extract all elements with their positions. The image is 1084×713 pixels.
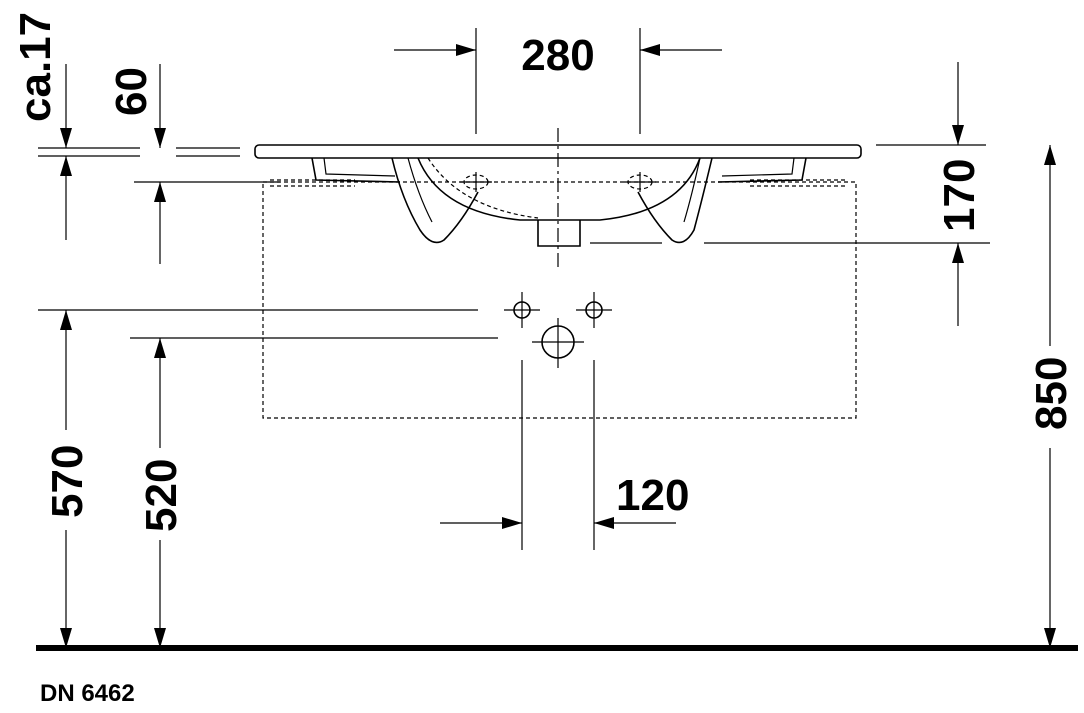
- dimension-850-label: 850: [1027, 357, 1076, 430]
- dimension-ca17-label: ca.17: [11, 12, 60, 122]
- basin-drain-outlet: [537, 220, 581, 247]
- vanity-cabinet-outline: [262, 181, 857, 419]
- dimension-520: 520: [130, 337, 498, 648]
- basin-bowl: [417, 157, 701, 221]
- dimension-170-label: 170: [935, 159, 984, 232]
- dimension-ca17: ca.17: [11, 12, 140, 240]
- dimension-570-label: 570: [43, 445, 92, 518]
- basin-right-support: [637, 157, 713, 244]
- dimension-120: 120: [440, 360, 689, 550]
- model-code: DN 6462: [40, 680, 135, 707]
- dimension-280: 280: [394, 28, 722, 134]
- connections: [504, 292, 612, 368]
- dimension-570: 570: [38, 309, 478, 648]
- basin-left-support: [391, 157, 479, 244]
- dimension-170: 170: [590, 62, 990, 326]
- dimension-280-label: 280: [521, 31, 594, 80]
- dimension-850: 850: [1027, 145, 1076, 648]
- dimension-60: 60: [107, 64, 280, 264]
- dimension-120-label: 120: [616, 471, 689, 520]
- dimension-520-label: 520: [137, 459, 186, 532]
- dimension-60-label: 60: [107, 67, 156, 116]
